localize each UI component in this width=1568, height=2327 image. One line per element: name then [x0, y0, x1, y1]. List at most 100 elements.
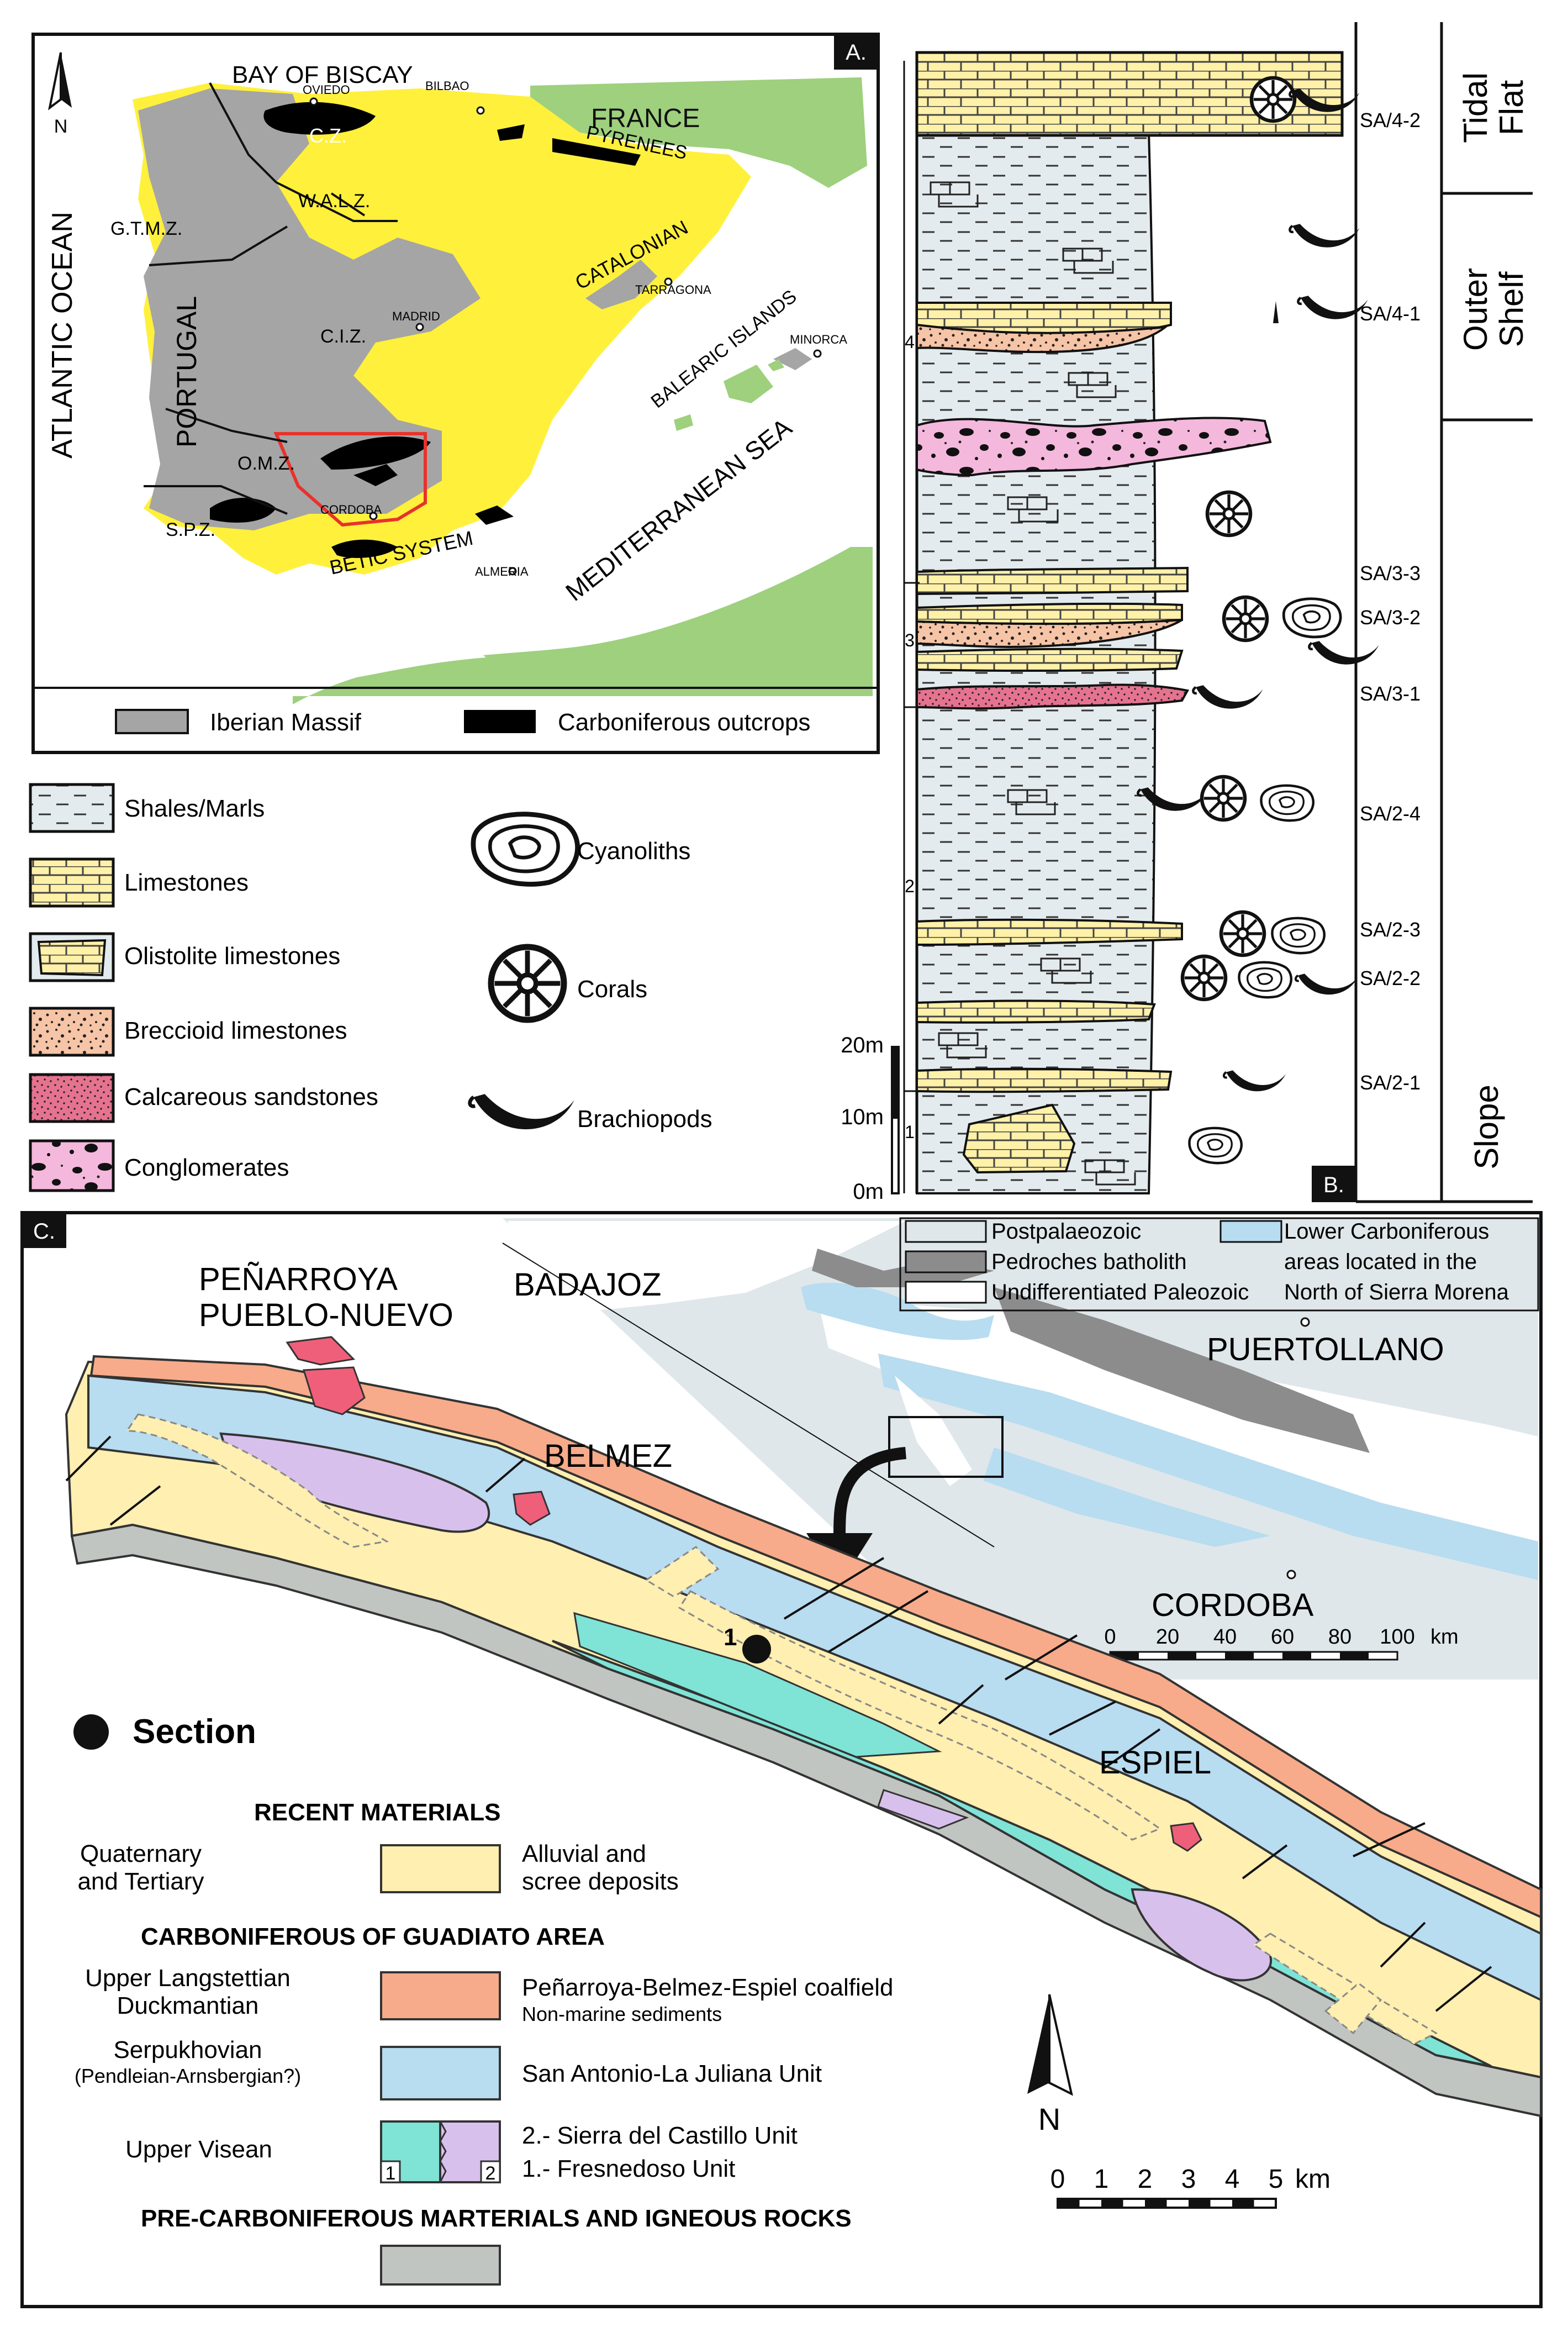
france-area [530, 77, 867, 188]
lithology-legend: Shales/Marls Limestones Olistolite limes… [29, 783, 712, 1192]
legend-conglomerate: Conglomerates [124, 1154, 289, 1181]
alluvial-swatch [380, 1844, 501, 1893]
sample-sa3-3: SA/3-3 [1360, 562, 1421, 585]
scale-tick-2: 2 [1138, 2165, 1153, 2194]
inset-scale-bar: 0 20 40 60 80 100 km [1104, 1625, 1459, 1661]
legend-coalfield: Peñarroya-Belmez-Espiel coalfield [522, 1974, 894, 2001]
inset-scale-0: 0 [1104, 1625, 1116, 1649]
walz-label: W.A.L.Z. [298, 191, 370, 212]
brachiopod-icon [470, 1094, 574, 1129]
scale-tick-0: 0 [1050, 2165, 1065, 2194]
scale-0m: 0m [853, 1180, 884, 1204]
inset-legend-lowercarb-1: Lower Carboniferous [1284, 1219, 1489, 1244]
shale-swatch [29, 783, 115, 833]
legend-corals: Corals [577, 976, 647, 1003]
section-number: 1 [724, 1624, 737, 1651]
legend-box-1: 1 [386, 2163, 396, 2184]
env-tidal: Tidal [1457, 72, 1494, 143]
madrid-label: MADRID [392, 309, 440, 323]
bed-sa2-1 [916, 1067, 1173, 1093]
olistolite-block [962, 1103, 1076, 1174]
env-outer: Outer [1457, 268, 1494, 351]
portugal-label: PORTUGAL [171, 296, 202, 448]
panel-a-letter: A. [846, 40, 867, 65]
inset-legend-pedroches: Pedroches batholith [991, 1250, 1187, 1274]
legend-alluvial-1: Alluvial and [522, 1840, 646, 1867]
pre-carb-swatch [380, 2245, 501, 2286]
panel-a-north-arrow: N [48, 52, 72, 137]
tarragona-label: TARRAGONA [635, 283, 711, 297]
gtmz-label: G.T.M.Z. [110, 218, 182, 239]
undiff-paleozoic-swatch [905, 1281, 987, 1304]
legend-fresnedoso: 1.- Fresnedoso Unit [522, 2155, 735, 2182]
sample-sa2-1: SA/2-1 [1360, 1071, 1421, 1094]
cz-label: C.Z. [309, 124, 347, 147]
bed-sa3-2 [916, 602, 1183, 625]
pedroches-swatch [905, 1250, 987, 1273]
env-flat: Flat [1493, 80, 1530, 135]
inset-scale-20: 20 [1156, 1625, 1179, 1649]
scale-tick-3: 3 [1181, 2165, 1196, 2194]
env-shelf: Shelf [1493, 271, 1530, 347]
bilbao-label: BILBAO [425, 79, 469, 93]
belmez-mark [513, 1491, 551, 1526]
inset-scale-100: 100 [1380, 1625, 1414, 1649]
inset-legend-undiff: Undifferentiated Paleozoic [991, 1280, 1249, 1304]
sample-sa4-2: SA/4-2 [1360, 109, 1421, 131]
legend-alluvial-2: scree deposits [522, 1868, 679, 1895]
iberian-massif-legend: Iberian Massif [210, 709, 362, 736]
scale-tick-4: 4 [1225, 2165, 1240, 2194]
bay-of-biscay-label: BAY OF BISCAY [232, 61, 413, 88]
north-label: N [54, 116, 68, 137]
minorca-label: MINORCA [790, 333, 847, 346]
legend-serpukhovian: Serpukhovian [113, 2036, 262, 2063]
study-area-box [273, 432, 427, 527]
carboniferous-legend: Carboniferous outcrops [558, 709, 810, 736]
pedroches-batholith [994, 1287, 1370, 1453]
iberian-massif-swatch [115, 709, 189, 734]
panel-a-iberia-map: N BAY OF BISCAY FRANCE PYRENEES OVIEDO B… [31, 33, 880, 754]
legend-san-antonio: San Antonio-La Juliana Unit [522, 2060, 822, 2087]
sandstone-swatch [29, 1073, 115, 1123]
inset-scale-unit: km [1430, 1625, 1459, 1649]
sample-sa2-2: SA/2-2 [1360, 967, 1421, 989]
olistolite-swatch [37, 939, 107, 977]
scale-tick-1: 1 [1094, 2165, 1109, 2194]
ciz-label: C.I.Z. [320, 326, 366, 347]
sample-sa2-3: SA/2-3 [1360, 918, 1421, 941]
cz-outcrops [263, 102, 376, 135]
legend-non-marine: Non-marine sediments [522, 2003, 722, 2025]
legend-sierra-castillo: 2.- Sierra del Castillo Unit [522, 2122, 798, 2149]
inset-location-box [888, 1416, 1004, 1478]
legend-section: Section [133, 1713, 256, 1751]
legend-carboniferous-guadiato: CARBONIFEROUS OF GUADIATO AREA [141, 1923, 605, 1950]
cyanolith-icon [473, 814, 578, 885]
panel-c-north-arrow: N [1027, 1994, 1073, 2136]
legend-upper-lang-1: Upper Langstettian [85, 1965, 291, 1992]
section-marker [742, 1635, 771, 1663]
omz-label: O.M.Z. [237, 453, 295, 474]
legend-upper-lang-2: Duckmantian [117, 1992, 259, 2019]
legend-brachiopods: Brachiopods [577, 1105, 712, 1133]
legend-recent: RECENT MATERIALS [254, 1799, 501, 1826]
penarroya-label-1: PEÑARROYA [199, 1261, 398, 1297]
iberian-massif-area [138, 88, 481, 530]
france-label: FRANCE [591, 104, 700, 133]
puertollano-label: PUERTOLLANO [1207, 1331, 1444, 1367]
postpalaeozoic-swatch [905, 1220, 987, 1243]
scale-tick-5: 5 [1269, 2165, 1284, 2194]
espiel-mark [1170, 1822, 1202, 1852]
panel-c-scale-bar: 0 1 2 3 4 5 km [1050, 2165, 1331, 2209]
limestone-swatch [29, 857, 115, 908]
legend-sandstone: Calcareous sandstones [124, 1083, 378, 1110]
almeria-label: ALMERIA [475, 565, 529, 578]
sample-sa3-2: SA/3-2 [1360, 606, 1421, 629]
breccioid-swatch [29, 1007, 115, 1057]
unit-4-label: 4 [905, 332, 915, 352]
inset-scale-60: 60 [1271, 1625, 1294, 1649]
legend-cyanoliths: Cyanoliths [577, 838, 690, 865]
badajoz-label: BADAJOZ [514, 1267, 662, 1303]
conglomerate-swatch [29, 1139, 115, 1192]
inset-map: Postpalaeozoic Pedroches batholith Undif… [502, 1217, 1539, 1680]
legend-pendleian: (Pendleian-Arnsbergian?) [75, 2065, 301, 2087]
